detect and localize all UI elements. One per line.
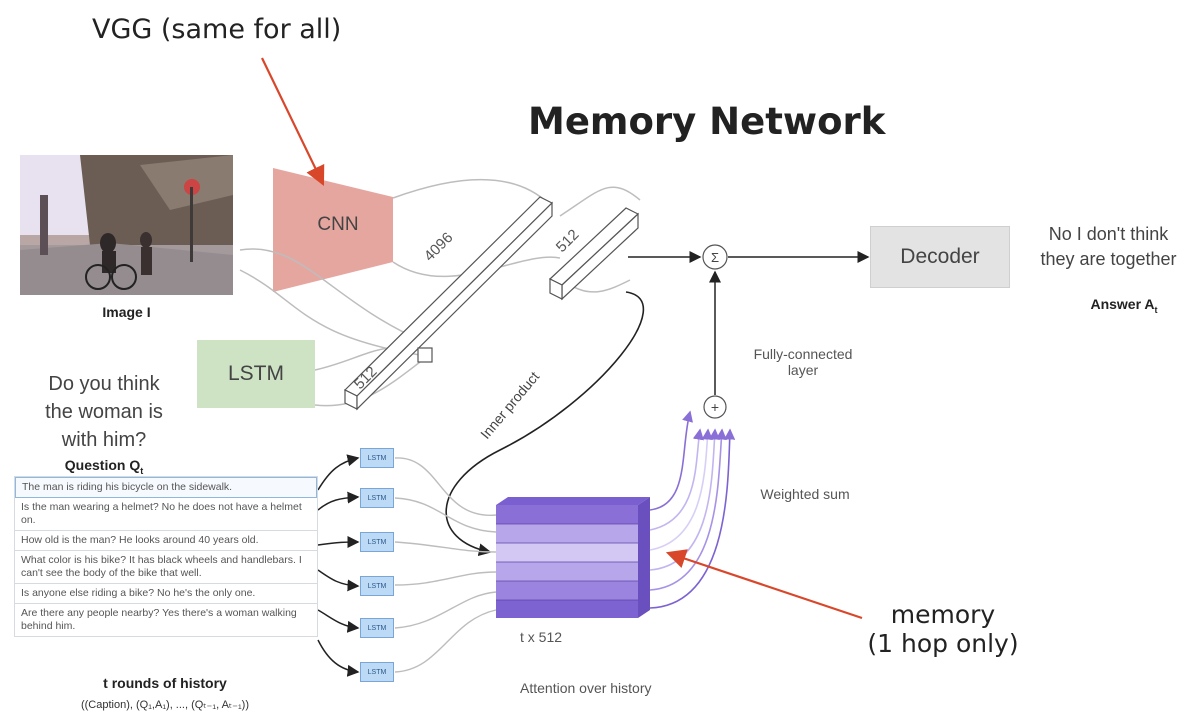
memory-block (496, 497, 650, 618)
vgg-annotation: VGG (same for all) (92, 14, 342, 45)
dim-4096: 4096 (421, 229, 457, 265)
weighted-sum-label: Weighted sum (760, 486, 850, 502)
small-lstm-box: LSTM (360, 532, 394, 552)
question-caption-label: Question Q (64, 457, 141, 473)
dim-512-short: 512 (553, 226, 583, 256)
street-photo (20, 155, 233, 295)
lstm-block: LSTM (197, 340, 315, 408)
attention-label: Attention over history (520, 680, 652, 696)
question-text: Do you think the woman is with him? (14, 370, 194, 454)
sum-node (702, 244, 728, 270)
history-row: What color is his bike? It has black whe… (15, 551, 317, 584)
answer-line2: they are together (1040, 249, 1177, 269)
question-line1: Do you think (48, 373, 160, 395)
cnn-label: CNN (317, 214, 359, 235)
history-formula: ((Caption), (Q₁,A₁), ..., (Qₜ₋₁, Aₜ₋₁)) (80, 699, 250, 711)
small-lstm-box: LSTM (360, 618, 394, 638)
image-caption: Image I (102, 304, 151, 320)
history-caption: t rounds of history (103, 675, 227, 691)
small-lstm-box: LSTM (360, 576, 394, 596)
history-row: Are there any people nearby? Yes there's… (21, 607, 297, 632)
memory-annotation-line2: (1 hop only) (867, 629, 1019, 658)
answer-caption-label: Answer A (1090, 296, 1155, 312)
question-line2: the woman is (45, 401, 163, 423)
decoder-block: Decoder (870, 226, 1010, 288)
fc-label: Fully-connected layer (733, 346, 873, 378)
history-row: Is anyone else riding a bike? No he's th… (15, 584, 317, 604)
vgg-arrow (261, 57, 325, 186)
fused-vector-bar (343, 196, 554, 411)
question-caption: Question Qt (14, 457, 194, 476)
fc-label-line2: layer (787, 362, 819, 378)
inner-product-curve (445, 291, 645, 557)
input-image (20, 155, 233, 295)
answer-caption-sub: t (1154, 304, 1158, 315)
plus-node (703, 395, 727, 419)
memory-annotation-line1: memory (890, 600, 996, 629)
embedding-vector-bar (548, 207, 640, 301)
weighted-sum-curves (649, 410, 736, 609)
fc-label-line1: Fully-connected (753, 346, 853, 362)
plus-symbol: + (711, 399, 719, 415)
history-row: The man is riding his bicycle on the sid… (15, 477, 317, 498)
question-line3: with him? (61, 429, 147, 451)
memory-arrow (665, 549, 863, 620)
sum-symbol: Σ (711, 250, 719, 265)
history-lstm-connectors (394, 457, 497, 673)
small-lstm-box: LSTM (360, 488, 394, 508)
small-lstm-box: LSTM (360, 662, 394, 682)
memory-size-label: t x 512 (520, 629, 563, 645)
history-row: Is the man wearing a helmet? No he does … (15, 498, 317, 531)
answer-text: No I don't think they are together (1014, 222, 1203, 272)
history-row: How old is the man? He looks around 40 y… (15, 531, 317, 551)
answer-line1: No I don't think (1048, 224, 1169, 244)
cnn-block (273, 168, 393, 292)
question-caption-sub: t (140, 465, 144, 476)
answer-caption: Answer At (1064, 296, 1184, 315)
diagram-title: Memory Network (528, 100, 886, 143)
memory-annotation: memory (1 hop only) (838, 600, 1048, 658)
history-list: The man is riding his bicycle on the sid… (14, 476, 318, 637)
small-lstm-box: LSTM (360, 448, 394, 468)
history-arrows (317, 454, 360, 677)
